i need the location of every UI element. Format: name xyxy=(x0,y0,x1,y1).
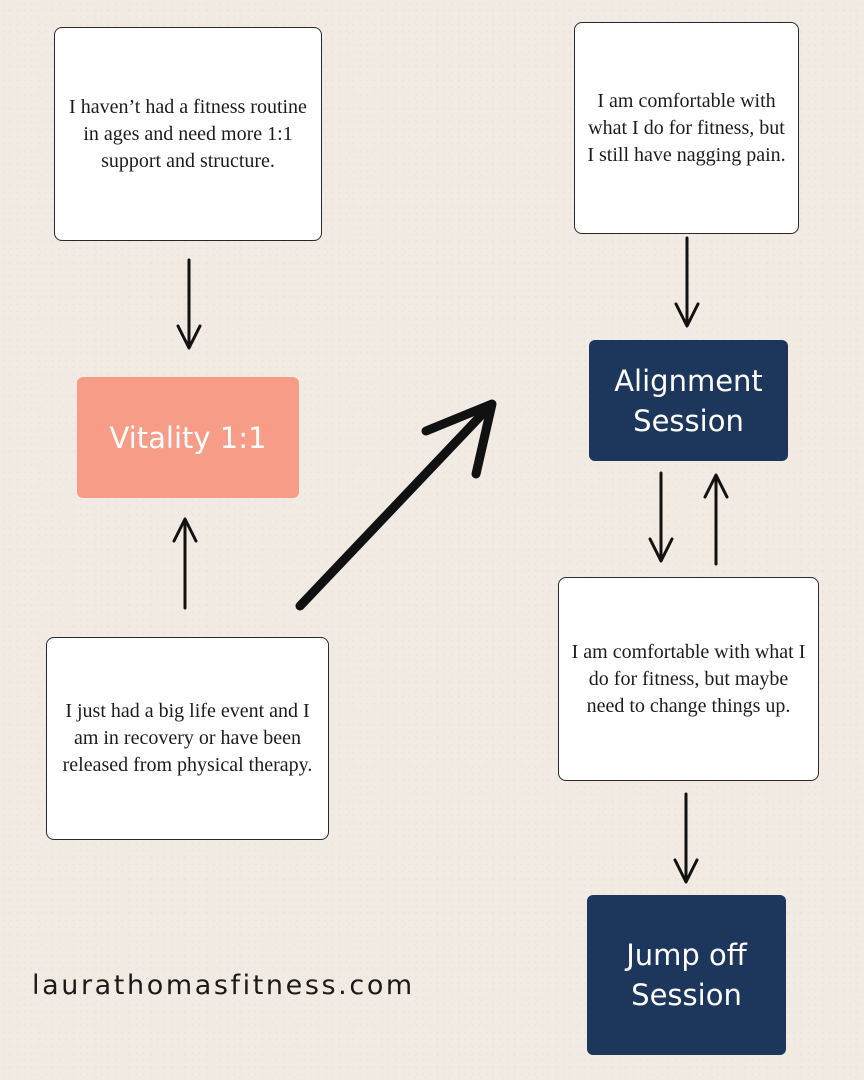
alignment-session-box: Alignment Session xyxy=(589,340,788,461)
website-url: laurathomasfitness.com xyxy=(32,970,415,1001)
jump-off-session-label: Jump off Session xyxy=(626,938,747,1012)
jump-off-session-box: Jump off Session xyxy=(587,895,786,1055)
situation-text-nagging-pain: I am comfortable with what I do for fitn… xyxy=(587,89,786,166)
situation-text-no-routine: I haven’t had a fitness routine in ages … xyxy=(69,95,307,172)
situation-text-change-up: I am comfortable with what I do for fitn… xyxy=(571,640,806,717)
situation-box-life-event: I just had a big life event and I am in … xyxy=(46,637,329,840)
situation-box-nagging-pain: I am comfortable with what I do for fitn… xyxy=(574,22,799,234)
vitality-session-box: Vitality 1:1 xyxy=(77,377,299,498)
alignment-session-label: Alignment Session xyxy=(614,363,763,438)
situation-box-no-routine: I haven’t had a fitness routine in ages … xyxy=(54,27,322,241)
situation-box-change-up: I am comfortable with what I do for fitn… xyxy=(558,577,819,781)
situation-text-life-event: I just had a big life event and I am in … xyxy=(62,700,313,776)
vitality-session-label: Vitality 1:1 xyxy=(109,420,267,455)
